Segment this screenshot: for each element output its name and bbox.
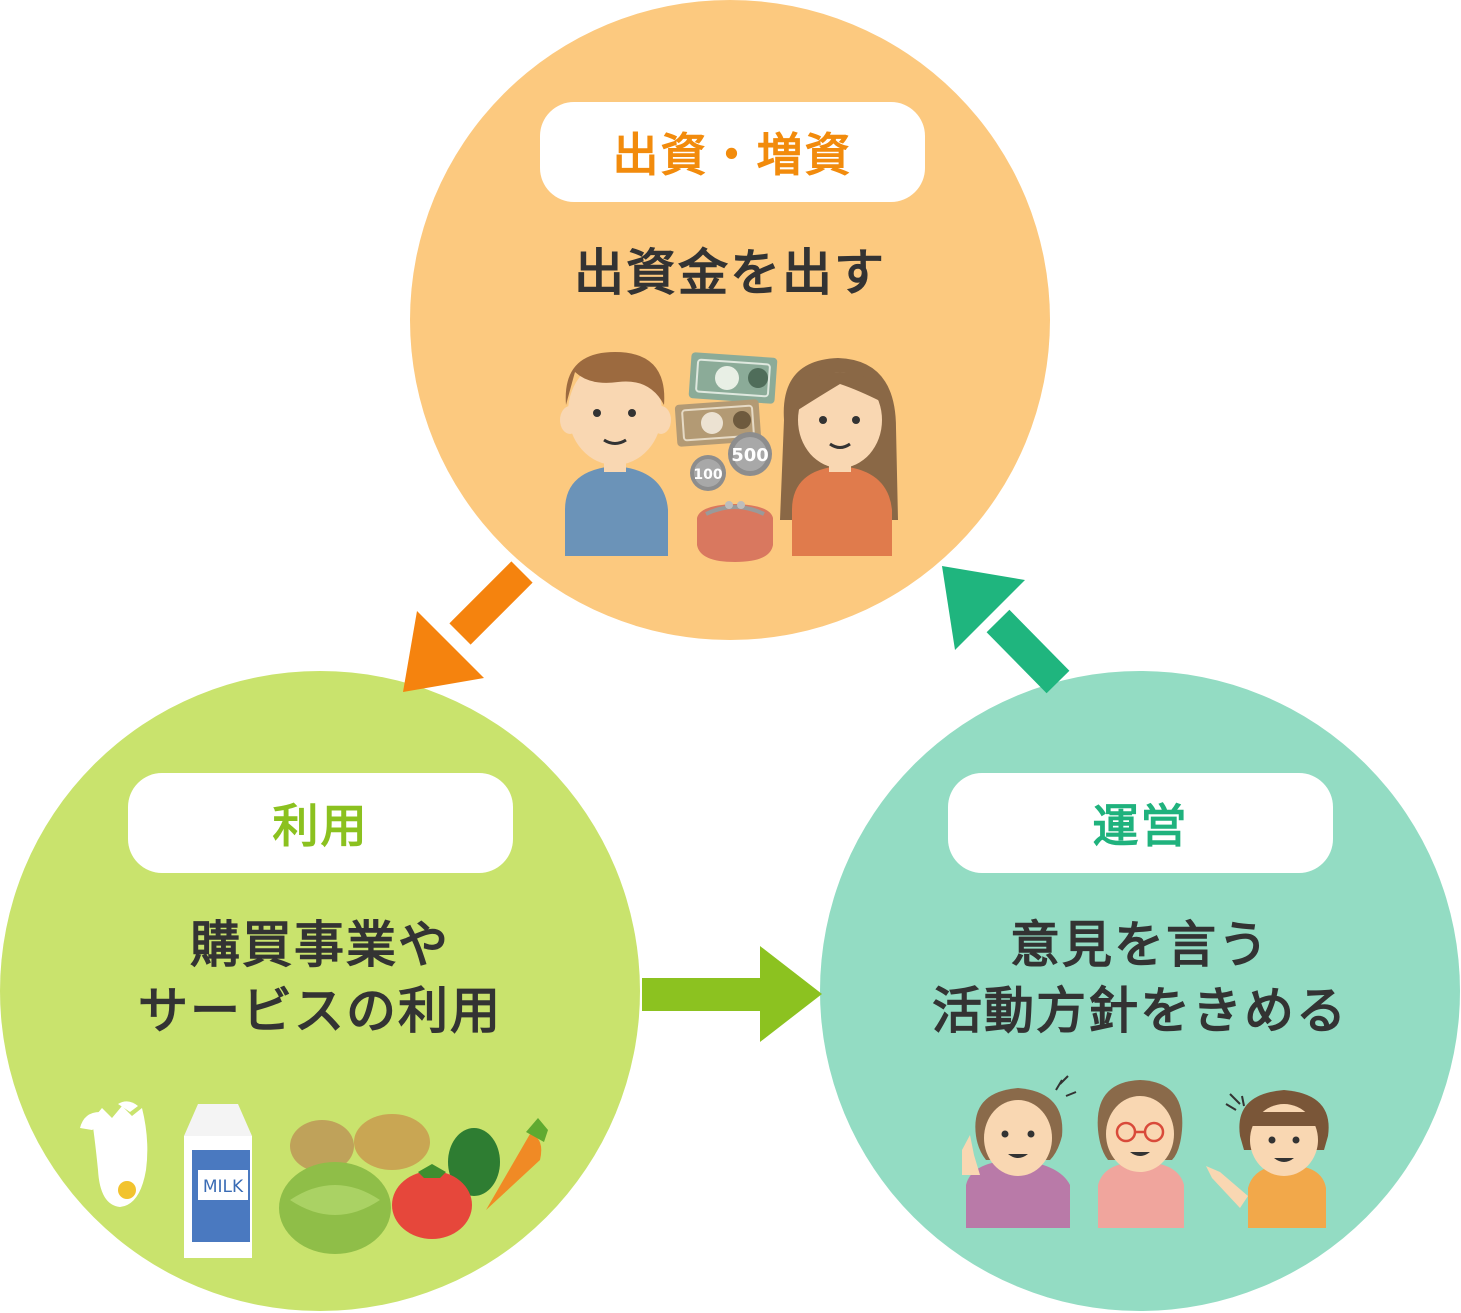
egg-icon — [80, 1101, 148, 1207]
coin-500-label: 500 — [731, 445, 769, 466]
coin-icon: 500 100 — [690, 432, 772, 491]
usage-description: 購買事業や サービスの利用 — [0, 912, 640, 1044]
couple-icon: 500 100 — [560, 352, 898, 562]
coin-100-label: 100 — [693, 467, 722, 483]
arrow-management-to-top — [942, 566, 1070, 694]
contribution-description: 出資金を出す — [410, 240, 1050, 306]
usage-description-line-2: サービスの利用 — [138, 982, 502, 1040]
woman-pointing-icon — [962, 1075, 1077, 1228]
management-badge: 運営 — [948, 773, 1333, 873]
milk-label: MILK — [203, 1177, 244, 1197]
contribution-description-line: 出資金を出す — [574, 244, 886, 302]
management-description-line-1: 意見を言う — [1010, 916, 1270, 974]
woman-gesturing-icon — [1206, 1090, 1329, 1228]
arrow-usage-to-management — [642, 946, 822, 1042]
management-description-line-2: 活動方針をきめる — [932, 982, 1348, 1040]
banknote-icon — [674, 352, 778, 447]
usage-badge: 利用 — [128, 773, 513, 873]
arrow-contribution-to-usage — [403, 561, 533, 692]
milk-carton-icon: MILK — [184, 1104, 252, 1258]
woman-icon — [780, 358, 898, 556]
usage-description-line-1: 購買事業や — [190, 916, 450, 974]
woman-glasses-icon — [1097, 1080, 1184, 1228]
management-description: 意見を言う 活動方針をきめる — [820, 912, 1460, 1044]
women-group-icon — [962, 1075, 1329, 1228]
man-icon — [560, 352, 671, 556]
purse-icon — [697, 501, 773, 562]
vegetables-icon — [279, 1114, 548, 1254]
contribution-badge: 出資・増資 — [540, 102, 925, 202]
